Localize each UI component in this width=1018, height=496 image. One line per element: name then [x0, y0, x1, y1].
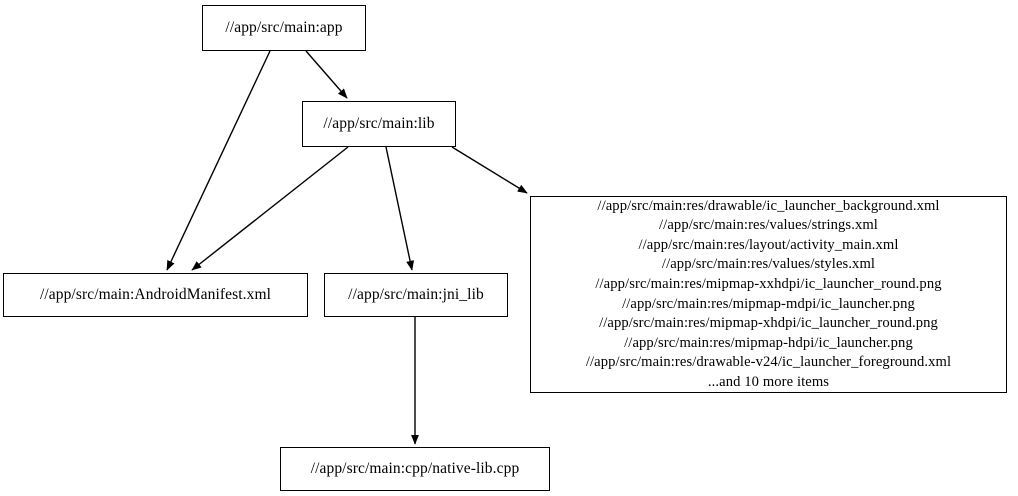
- node-resources-group-label: //app/src/main:res/drawable/ic_launcher_…: [585, 197, 952, 390]
- edge-app-to-manifest: [166, 50, 271, 271]
- node-app[interactable]: //app/src/main:app: [202, 5, 366, 51]
- edge-lib-to-resources: [451, 146, 528, 194]
- node-resources-group[interactable]: //app/src/main:res/drawable/ic_launcher_…: [530, 196, 1007, 393]
- node-android-manifest[interactable]: //app/src/main:AndroidManifest.xml: [3, 273, 308, 317]
- edge-lib-to-manifest: [191, 146, 349, 271]
- node-lib-label: //app/src/main:lib: [323, 115, 435, 133]
- node-jni-lib-label: //app/src/main:jni_lib: [348, 286, 484, 304]
- node-app-label: //app/src/main:app: [225, 19, 343, 37]
- edge-app-to-lib: [305, 50, 348, 99]
- node-lib[interactable]: //app/src/main:lib: [302, 101, 456, 147]
- edge-lib-to-jni_lib: [385, 146, 415, 271]
- node-native-lib-cpp-label: //app/src/main:cpp/native-lib.cpp: [310, 460, 520, 478]
- node-jni-lib[interactable]: //app/src/main:jni_lib: [324, 273, 508, 317]
- node-native-lib-cpp[interactable]: //app/src/main:cpp/native-lib.cpp: [280, 447, 550, 491]
- node-android-manifest-label: //app/src/main:AndroidManifest.xml: [39, 286, 272, 304]
